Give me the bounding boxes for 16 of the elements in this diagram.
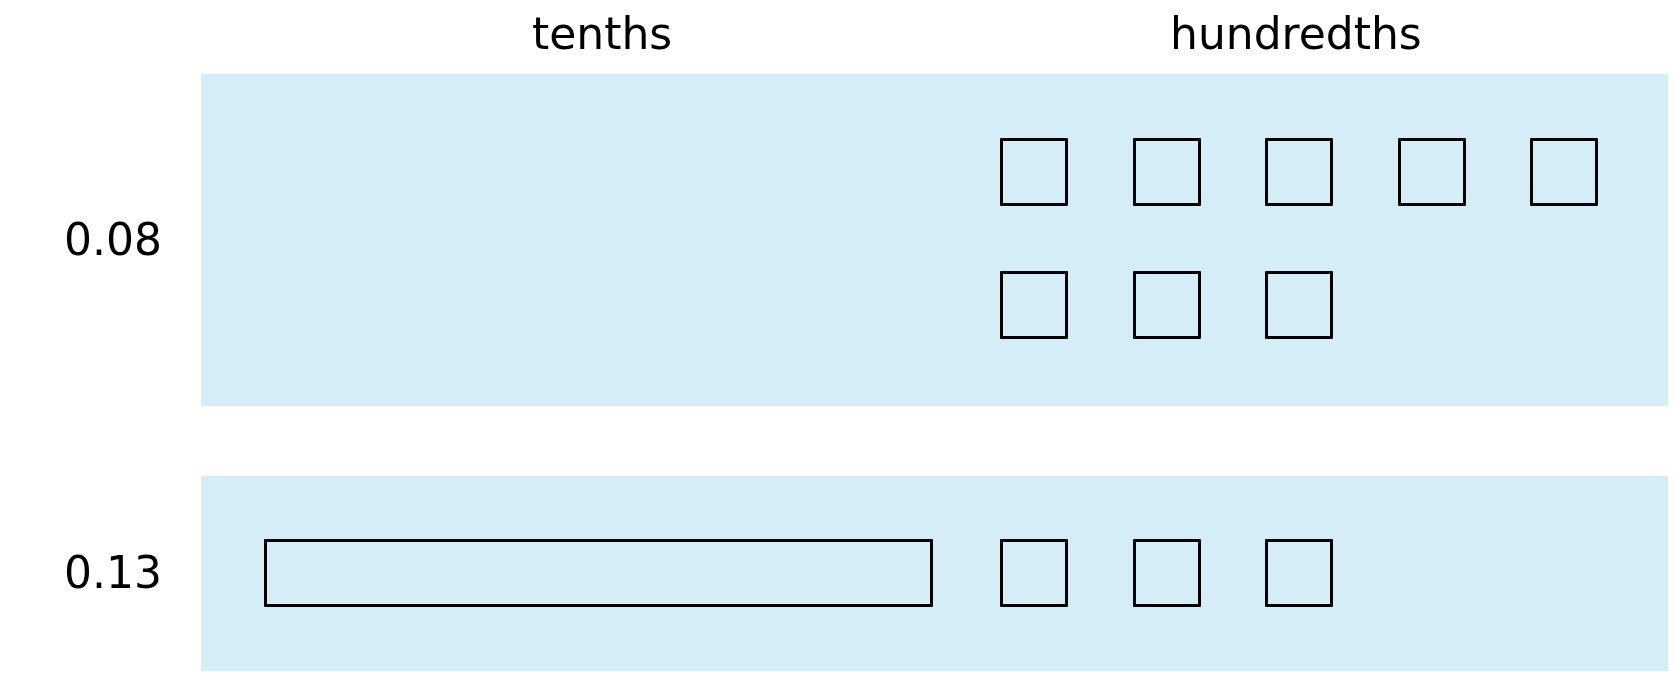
hundredth-square [1398, 138, 1466, 206]
hundredth-square [1133, 138, 1201, 206]
hundredth-square [1000, 539, 1068, 607]
hundredth-square [1265, 539, 1333, 607]
hundredth-square [1265, 271, 1333, 339]
tenth-rectangle [264, 539, 933, 607]
hundredth-square [1265, 138, 1333, 206]
row-number-label: 0.13 [64, 548, 162, 599]
column-heading: hundredths [1170, 8, 1422, 60]
hundredth-square [1000, 271, 1068, 339]
row-number-label: 0.08 [64, 214, 162, 266]
column-heading: tenths [532, 8, 673, 60]
hundredth-square [1133, 539, 1201, 607]
hundredth-square [1000, 138, 1068, 206]
hundredth-square [1133, 271, 1201, 339]
hundredth-square [1530, 138, 1598, 206]
